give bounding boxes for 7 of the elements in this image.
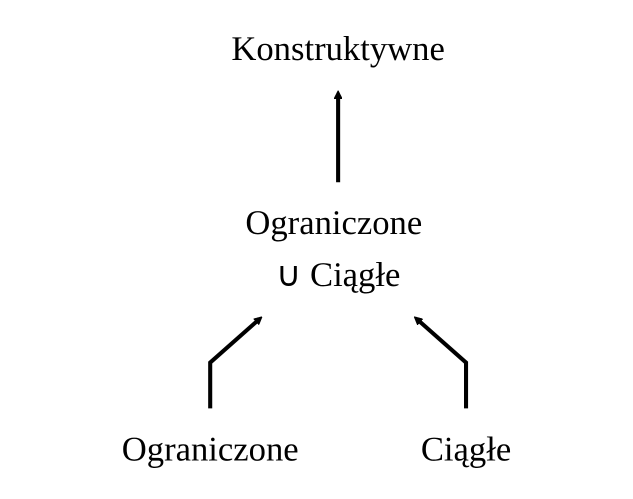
arrow <box>334 90 343 182</box>
node-text: Konstruktywne <box>231 30 445 68</box>
arrow <box>208 316 262 408</box>
node-text: Ograniczone <box>122 430 299 468</box>
arrow <box>414 316 468 408</box>
node-text: Ciągłe <box>420 430 512 468</box>
node-text: Ograniczone ∪ Ciągłe <box>245 204 422 294</box>
